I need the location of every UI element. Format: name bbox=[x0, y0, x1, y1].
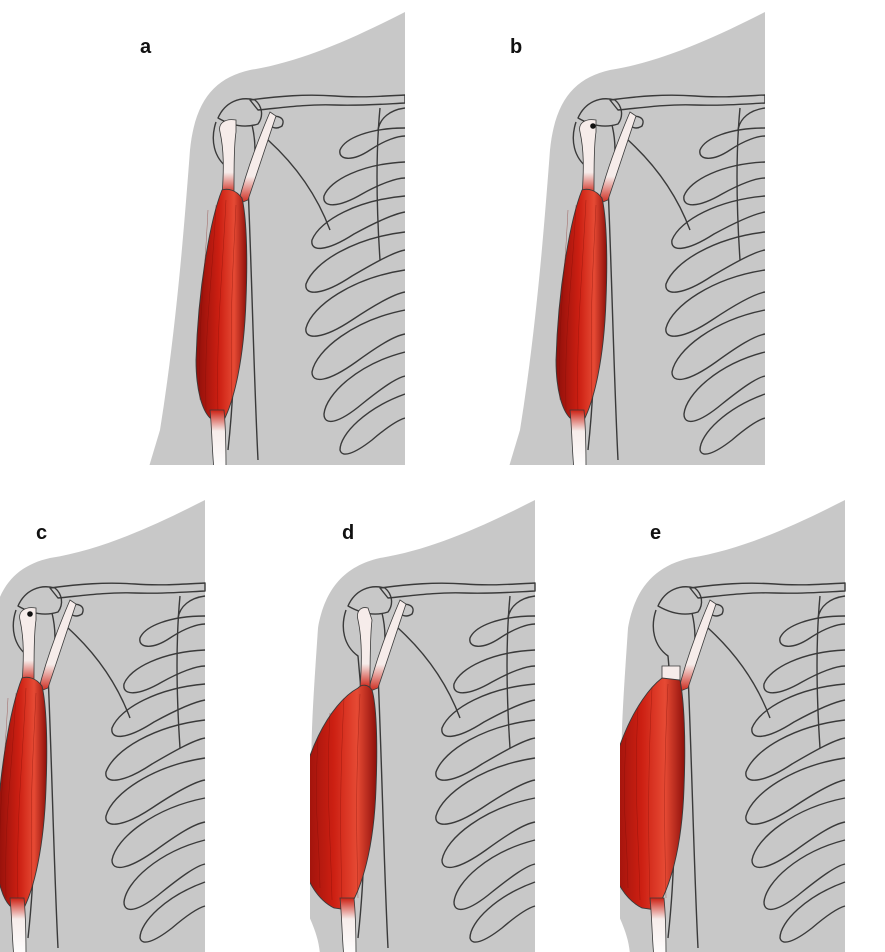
lesion-marker-icon bbox=[27, 611, 33, 617]
panel-label-d: d bbox=[342, 522, 354, 545]
shoulder-illustration bbox=[140, 0, 405, 465]
body-silhouette bbox=[148, 12, 405, 465]
body-silhouette bbox=[508, 12, 765, 465]
panel-label-b: b bbox=[510, 36, 522, 59]
panel-c: c bbox=[0, 498, 270, 952]
shoulder-illustration bbox=[620, 498, 885, 952]
panel-label-e: e bbox=[650, 522, 661, 545]
shoulder-illustration bbox=[0, 498, 270, 952]
panel-label-c: c bbox=[36, 522, 47, 545]
panel-e: e bbox=[620, 498, 885, 952]
panel-d: d bbox=[310, 498, 586, 952]
panel-label-a: a bbox=[140, 36, 151, 59]
shoulder-illustration bbox=[310, 498, 586, 952]
panel-a: a bbox=[140, 0, 405, 465]
lesion-marker-icon bbox=[590, 123, 596, 129]
shoulder-illustration bbox=[500, 0, 765, 465]
panel-b: b bbox=[500, 0, 765, 465]
